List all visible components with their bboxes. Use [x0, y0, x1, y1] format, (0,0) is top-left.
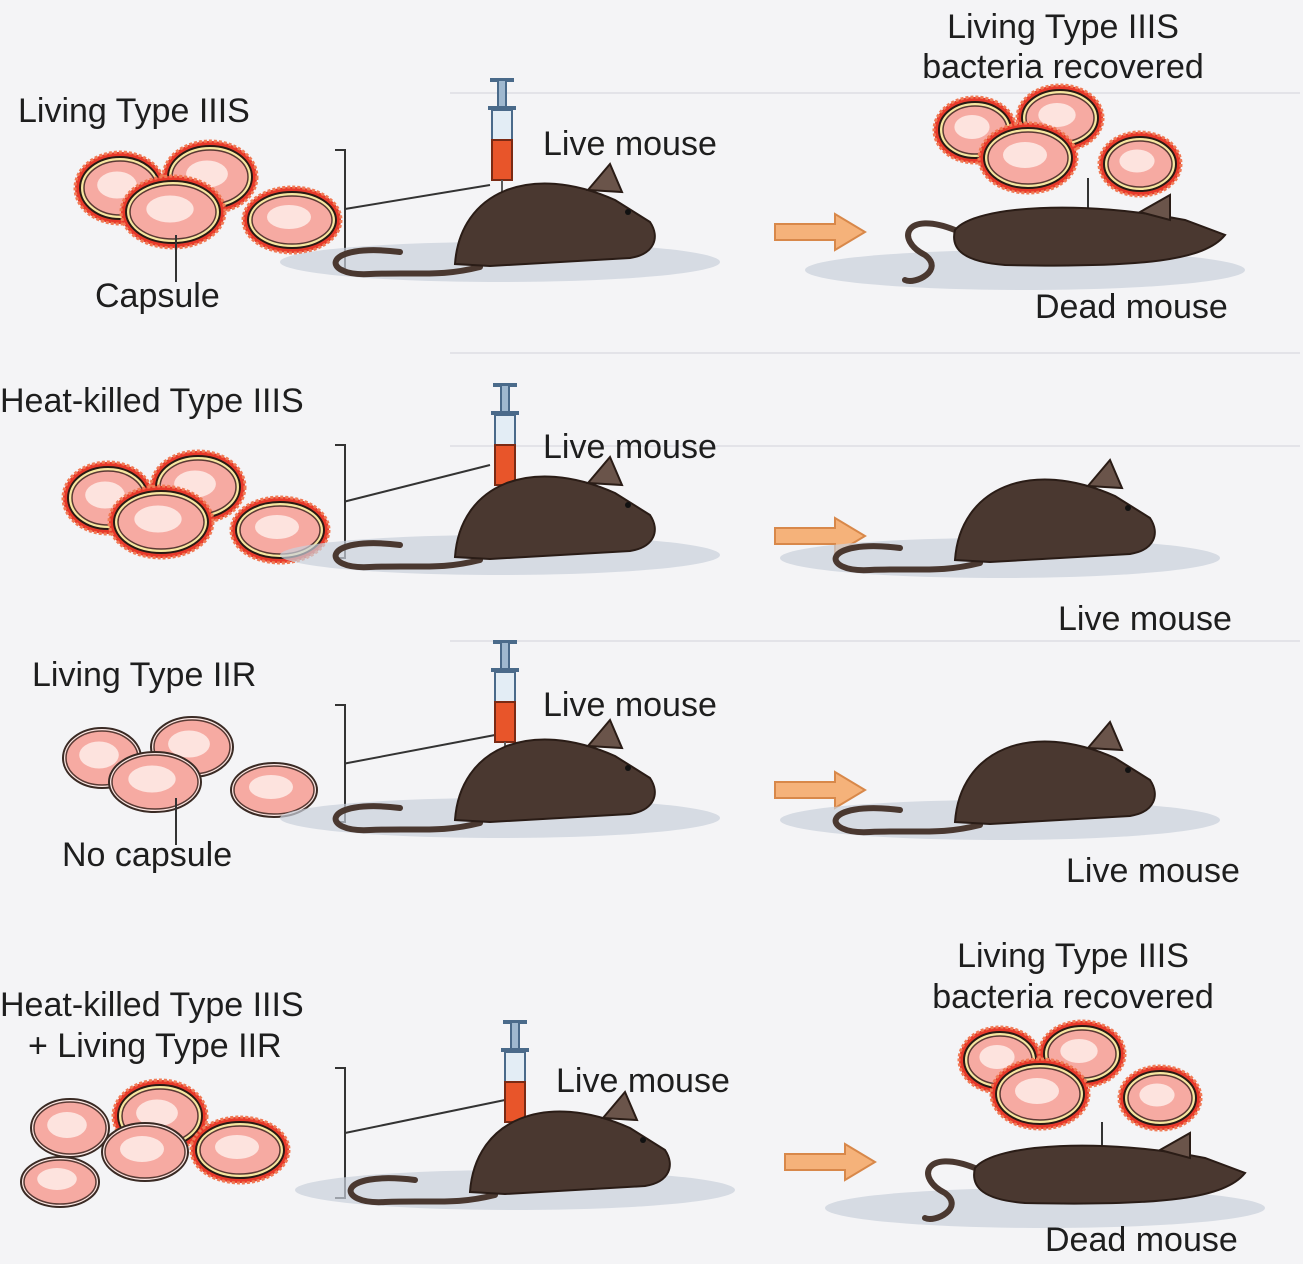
injected-label: Heat-killed Type IIIS: [0, 986, 304, 1024]
result-label-bottom: Live mouse: [1058, 600, 1232, 638]
bacterium-icon: [31, 1099, 109, 1157]
cell-note-label: Capsule: [95, 277, 220, 315]
capsulated-bacterium-icon: [243, 187, 341, 253]
injected-label-2: + Living Type IIR: [28, 1027, 282, 1065]
result-label-bottom: Live mouse: [1066, 852, 1240, 890]
result-label-bottom: Dead mouse: [1035, 288, 1228, 326]
experiment-row-2: Heat-killed Type IIIS Live mouse Live mo…: [0, 340, 1303, 640]
result-label-top: Living Type IIIS: [947, 8, 1179, 46]
result-label-bottom: Dead mouse: [1045, 1221, 1238, 1259]
injection-label: Live mouse: [543, 686, 717, 724]
experiment-row-1: Living Type IIIS Capsule Live mouse Livi…: [0, 0, 1303, 340]
mouse-icon: [780, 460, 1220, 578]
dead-mouse-icon: [825, 1133, 1265, 1228]
injected-label: Living Type IIR: [32, 656, 256, 694]
injection-label: Live mouse: [556, 1062, 730, 1100]
result-label-top-2: bacteria recovered: [932, 978, 1214, 1016]
bacterium-icon: [102, 1123, 188, 1181]
capsulated-bacterium-icon: [121, 176, 225, 248]
experiment-row-3: Living Type IIR No capsule Live mouse Li…: [0, 640, 1303, 940]
capsulated-bacterium-icon: [191, 1117, 289, 1183]
capsulated-bacterium-icon: [991, 1059, 1089, 1129]
injected-label: Heat-killed Type IIIS: [0, 382, 304, 420]
capsulated-bacterium-icon: [979, 123, 1077, 193]
arrow-right-icon: [785, 1144, 875, 1180]
arrow-right-icon: [775, 214, 865, 250]
capsulated-bacterium-icon: [109, 486, 213, 558]
cell-note-label: No capsule: [62, 836, 232, 874]
injection-label: Live mouse: [543, 125, 717, 163]
bacterium-icon: [109, 752, 201, 812]
result-label-top-2: bacteria recovered: [922, 48, 1204, 86]
arrow-right-icon: [775, 772, 865, 808]
result-label-top: Living Type IIIS: [957, 937, 1189, 975]
capsulated-bacterium-icon: [1119, 1066, 1201, 1130]
dead-mouse-icon: [805, 195, 1245, 290]
bacterium-icon: [21, 1157, 99, 1207]
experiment-row-4: Heat-killed Type IIIS + Living Type IIR …: [0, 930, 1303, 1264]
injected-label: Living Type IIIS: [18, 92, 250, 130]
injection-label: Live mouse: [543, 428, 717, 466]
capsulated-bacterium-icon: [1099, 132, 1181, 196]
